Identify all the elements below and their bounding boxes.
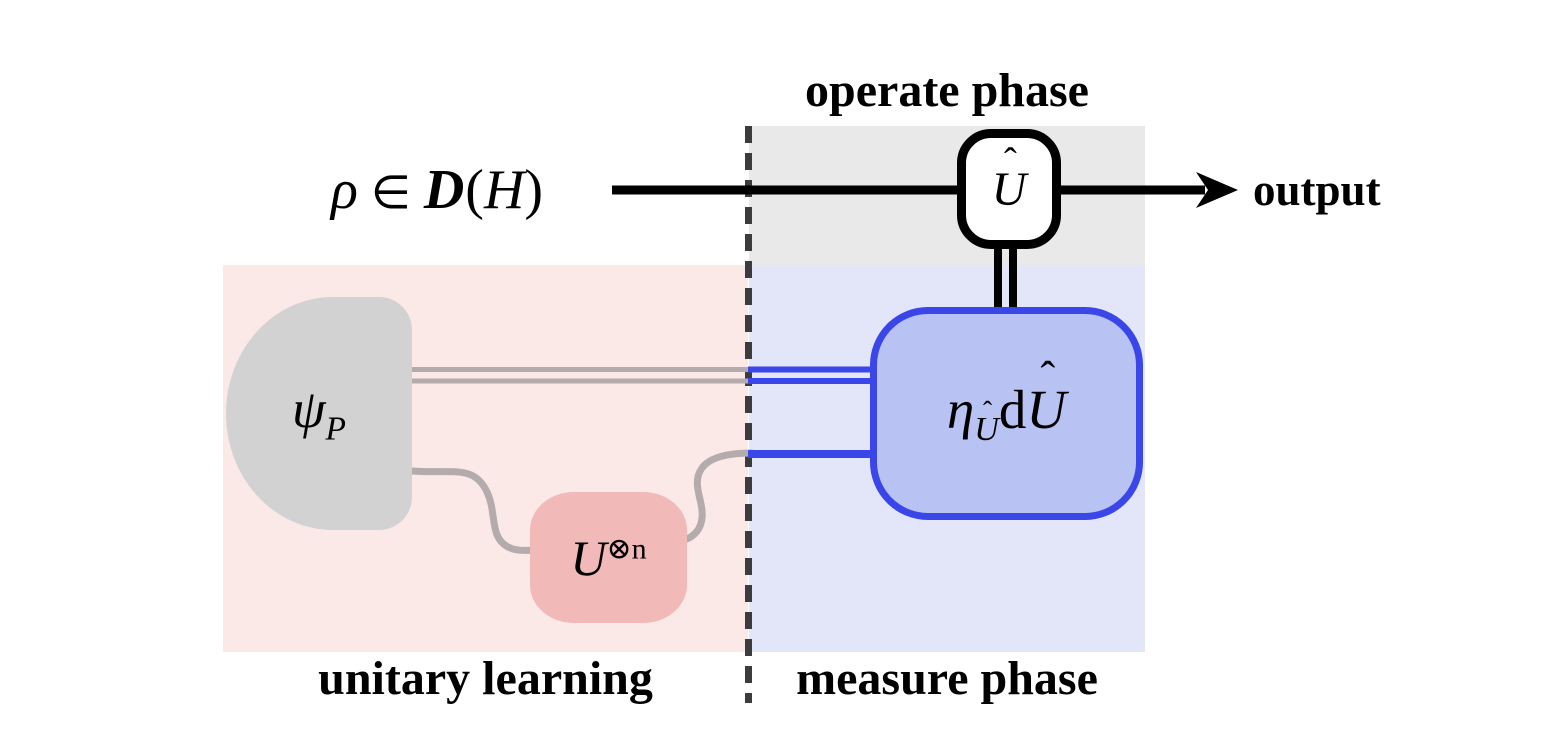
U-hat-subscript: U: [974, 411, 999, 449]
tensor-n-superscript: ⊗n: [606, 532, 647, 565]
eta-symbol: η: [946, 378, 975, 440]
U-tensor-n-label: U⊗n: [570, 529, 646, 587]
open-paren: (: [465, 159, 484, 221]
operate-phase-label: operate phase: [805, 64, 1089, 117]
psi-P-label: ψP: [292, 378, 346, 449]
measure-phase-label: measure phase: [796, 652, 1098, 705]
close-paren: ): [524, 159, 544, 221]
hilbert-space-symbol: H: [483, 159, 525, 221]
operate-phase-region: [749, 126, 1145, 265]
rho-symbol: ρ: [330, 159, 358, 221]
hat-accent: ˆ: [982, 396, 993, 427]
U-symbol: U: [570, 529, 607, 586]
script-U-symbol: U: [991, 162, 1027, 216]
psi-symbol: ψ: [292, 379, 326, 440]
hat-accent: ˆ: [1003, 141, 1017, 184]
copies-to-divider-wavy-wire: [683, 449, 756, 543]
unitary-copies-node: U⊗n: [530, 492, 687, 623]
unitary-learning-label: unitary learning: [318, 652, 653, 705]
hat-accent: ˆ: [1040, 353, 1056, 403]
psi-subscript-P: P: [325, 410, 346, 448]
element-of-symbol: ∈: [370, 165, 411, 219]
prior-to-copies-wavy-wire: [408, 467, 544, 554]
differential-d: d: [998, 378, 1027, 440]
arrow-head: [1196, 172, 1238, 208]
input-state-label: ρ∈D(H): [262, 150, 612, 230]
output-label: output: [1253, 165, 1381, 215]
U-hat-symbol: U: [1026, 378, 1067, 440]
prior-state-node: ψP: [226, 297, 412, 530]
density-set-symbol: D: [423, 159, 465, 221]
